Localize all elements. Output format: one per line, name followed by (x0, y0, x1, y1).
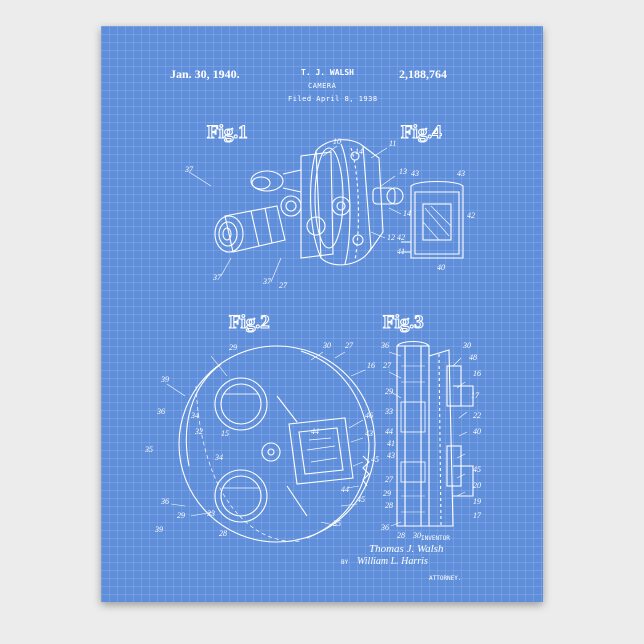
fig2-ref-43: 43 (365, 429, 373, 438)
fig2-ref-44: 44 (341, 485, 349, 494)
fig2-ref-44: 44 (311, 427, 319, 436)
fig2-ref-27: 27 (345, 341, 354, 350)
fig3-ref-28: 28 (385, 501, 393, 510)
fig1-ref-37: 37 (212, 273, 222, 282)
inventor-signature: Thomas J. Walsh (369, 544, 443, 555)
fig3-ref-30: 30 (412, 531, 421, 540)
fig1-ref-12: 12 (387, 233, 395, 242)
fig3-ref-29: 29 (385, 387, 393, 396)
fig3-ref-40: 40 (473, 427, 481, 436)
fig3-section-drawing (397, 342, 473, 527)
fig3-ref-44: 44 (385, 427, 393, 436)
fig3-ref-36: 36 (380, 341, 389, 350)
fig4-ref-43: 43 (411, 169, 419, 178)
attorney-label: ATTORNEY. (429, 576, 462, 582)
fig2-ref-45: 45 (357, 495, 365, 504)
fig2-ref-34: 34 (190, 411, 199, 420)
fig2-ref-35: 35 (144, 445, 153, 454)
fig1-camera-drawing (215, 140, 403, 265)
fig2-ref-36: 36 (156, 407, 165, 416)
fig2-ref-34: 34 (214, 453, 223, 462)
fig3-ref-19: 19 (473, 497, 481, 506)
attorney-signature: William L. Harris (357, 557, 428, 567)
fig3-ref-48: 48 (469, 353, 477, 362)
fig1-ref-11: 11 (389, 139, 396, 148)
fig3-ref-27: 27 (385, 475, 394, 484)
fig1-ref-37: 37 (184, 165, 194, 174)
fig2-ref-39: 39 (154, 525, 163, 534)
blueprint-poster: Jan. 30, 1940. T. J. WALSH 2,188,764 CAM… (101, 26, 543, 602)
fig1-title: Fig.1 (207, 122, 248, 143)
fig3-ref-16: 16 (473, 369, 481, 378)
fig2-ref-45: 45 (371, 455, 379, 464)
fig2-ref-33: 33 (206, 509, 215, 518)
fig4-film-window-drawing (401, 182, 463, 259)
fig2-ref-35: 35 (332, 519, 341, 528)
fig3-ref-29: 29 (383, 489, 391, 498)
fig4-ref-43: 43 (457, 169, 465, 178)
fig3-ref-17: 17 (471, 391, 480, 400)
fig1-ref-14: 14 (403, 209, 411, 218)
fig3-ref-27: 27 (383, 361, 392, 370)
fig2-ref-15: 15 (221, 429, 229, 438)
fig3-ref-22: 22 (473, 411, 481, 420)
fig2-ref-46: 46 (365, 411, 373, 420)
fig4-ref-41: 41 (397, 247, 405, 256)
by-label: BY (341, 560, 348, 566)
fig4-ref-42: 42 (397, 233, 405, 242)
fig2-title: Fig.2 (229, 312, 270, 333)
fig4-title: Fig.4 (401, 122, 442, 143)
fig1-ref-37: 37 (262, 277, 272, 286)
fig3-ref-41: 41 (387, 439, 395, 448)
fig3-ref-45: 45 (473, 465, 481, 474)
fig2-ref-30: 30 (322, 341, 331, 350)
fig3-ref-17: 17 (473, 511, 482, 520)
fig2-ref-36: 36 (160, 497, 169, 506)
fig1-ref-14: 14 (355, 147, 363, 156)
fig1-ref-10: 10 (333, 137, 341, 146)
fig2-ref-16: 16 (367, 361, 375, 370)
fig4-ref-40: 40 (437, 263, 445, 272)
fig3-ref-33: 33 (384, 407, 393, 416)
fig3-ref-36: 36 (380, 523, 389, 532)
fig3-ref-20: 20 (473, 481, 481, 490)
fig3-ref-28: 28 (397, 531, 405, 540)
fig2-ref-28: 28 (219, 529, 227, 538)
fig3-ref-43: 43 (387, 451, 395, 460)
patent-drawings: Fig.1 Fig.4 Fig.2 Fig.3 3710111314123737… (101, 26, 543, 602)
fig3-ref-30: 30 (462, 341, 471, 350)
fig1-ref-27: 27 (279, 281, 288, 290)
fig2-ref-29: 29 (177, 511, 185, 520)
fig4-ref-42: 42 (467, 211, 475, 220)
fig2-ref-39: 39 (160, 375, 169, 384)
fig3-title: Fig.3 (383, 312, 424, 333)
fig2-ref-29: 29 (229, 343, 237, 352)
fig1-ref-13: 13 (399, 167, 407, 176)
inventor-label: INVENTOR (421, 536, 450, 542)
reference-numbers: 37 10 11 13 14 12 37 37 27 14 43 43 42 42 41 40 29 30 27 16… (144, 137, 482, 540)
fig2-ref-32: 32 (194, 427, 203, 436)
